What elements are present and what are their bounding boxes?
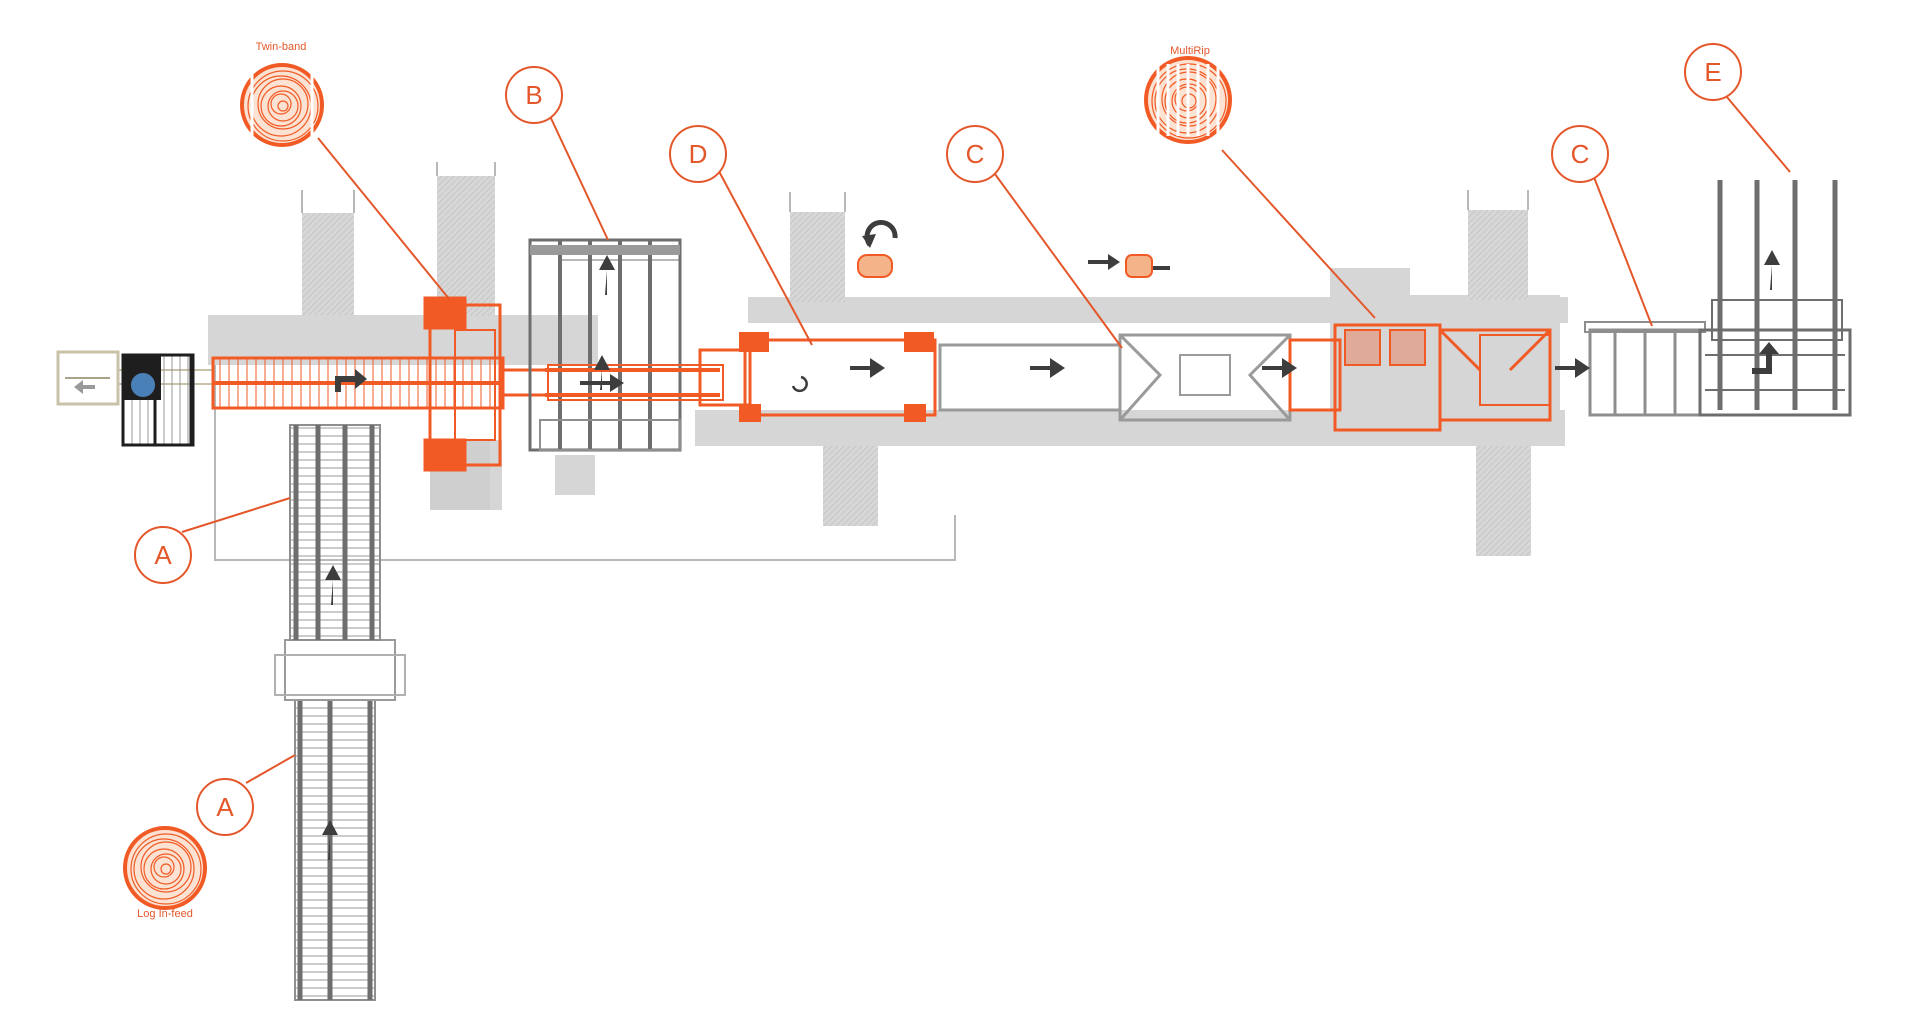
stair-6 bbox=[823, 446, 878, 526]
stair-8 bbox=[1476, 446, 1531, 556]
callout-a-lower: A bbox=[196, 778, 254, 836]
log-icons bbox=[123, 56, 1232, 910]
log-cross-section-icon bbox=[123, 826, 207, 910]
callout-circles: A A B D C C E bbox=[134, 43, 1742, 836]
stair-4 bbox=[555, 455, 595, 495]
flow-arrow-icon bbox=[1555, 358, 1590, 378]
flow-arrow-icon bbox=[322, 820, 338, 860]
log-infeed-caption: Log In-feed bbox=[137, 908, 193, 920]
flow-arrow-icon bbox=[1030, 358, 1065, 378]
flow-arrow-icon bbox=[1752, 342, 1779, 374]
sawn-cant-icon bbox=[1125, 254, 1153, 278]
flow-arrow-icon bbox=[335, 369, 367, 392]
operator-seat bbox=[129, 371, 157, 399]
log-cross-section-icon bbox=[1144, 56, 1232, 144]
sawn-cant-icon bbox=[857, 254, 893, 278]
callout-e-letter: E bbox=[1704, 57, 1721, 87]
log-cross-section-icon bbox=[240, 63, 324, 147]
section-c2 bbox=[1584, 321, 1706, 417]
callout-c-left-letter: C bbox=[966, 139, 985, 169]
flow-arrow-icon bbox=[850, 358, 885, 378]
floor-areas bbox=[208, 176, 1568, 556]
flow-arrow-icon bbox=[580, 374, 624, 392]
stair-5 bbox=[790, 212, 845, 302]
log-infeed-lower bbox=[274, 639, 406, 1001]
callout-c-right-letter: C bbox=[1571, 139, 1590, 169]
callout-c-right: C bbox=[1551, 125, 1609, 183]
callout-d: D bbox=[669, 125, 727, 183]
transfer-deck-b bbox=[528, 238, 724, 452]
multirip-section bbox=[1288, 323, 1552, 432]
operator-cabin bbox=[121, 353, 195, 447]
flow-arrow-icon bbox=[1088, 254, 1120, 270]
callout-a-upper-letter: A bbox=[154, 540, 172, 570]
flow-arrow-icon bbox=[1764, 250, 1780, 290]
section-c1 bbox=[938, 333, 1292, 422]
floor-band-right bbox=[1330, 295, 1560, 445]
section-e bbox=[1698, 180, 1852, 417]
callout-b: B bbox=[505, 66, 563, 124]
rotate-arrow-icon bbox=[862, 234, 876, 248]
stair-7 bbox=[1468, 210, 1528, 300]
stair-2 bbox=[437, 176, 495, 316]
callout-d-letter: D bbox=[689, 139, 708, 169]
callout-leaders bbox=[181, 89, 1791, 784]
flow-arrow-icon bbox=[325, 565, 341, 605]
log-infeed-upper bbox=[289, 424, 381, 641]
callout-b-letter: B bbox=[525, 80, 542, 110]
flow-arrow-icon bbox=[74, 380, 95, 394]
callout-c-left: C bbox=[946, 125, 1004, 183]
rotate-arrow-icon bbox=[791, 375, 808, 393]
flow-arrow-icon bbox=[594, 355, 610, 390]
stair-1 bbox=[302, 213, 354, 315]
flow-arrow-icon bbox=[1262, 358, 1297, 378]
twin-band-caption: Twin-band bbox=[256, 41, 307, 53]
flow-arrow-icon bbox=[599, 255, 615, 295]
multirip-caption: MultiRip bbox=[1170, 45, 1210, 57]
infeed-upper-frame bbox=[289, 424, 381, 641]
section-d bbox=[698, 332, 937, 422]
callout-a-upper: A bbox=[134, 526, 192, 584]
callout-e: E bbox=[1684, 43, 1742, 101]
callout-a-lower-letter: A bbox=[216, 792, 234, 822]
infeed-lower-frame bbox=[294, 699, 376, 1001]
